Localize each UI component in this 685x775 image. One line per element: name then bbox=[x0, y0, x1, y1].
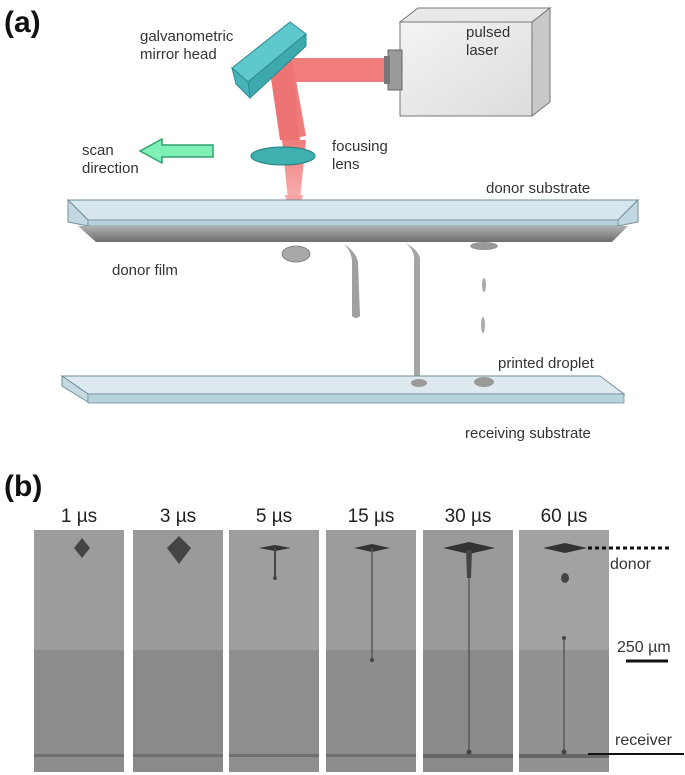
mirror-head bbox=[231, 21, 307, 100]
printed-droplet-1 bbox=[411, 379, 427, 387]
donor-substrate bbox=[66, 198, 640, 227]
panel-b-label: (b) bbox=[4, 470, 43, 503]
receiving-substrate-label: receiving substrate bbox=[465, 425, 591, 442]
scan-arrow bbox=[138, 137, 214, 165]
scale-label: 250 µm bbox=[617, 639, 671, 656]
time-label-6: 60 µs bbox=[540, 506, 588, 527]
panel-a-label: (a) bbox=[4, 6, 41, 39]
galvo-label: galvanometric mirror head bbox=[140, 28, 234, 63]
time-label-1: 1 µs bbox=[60, 506, 98, 527]
frame-15us bbox=[326, 530, 416, 772]
time-label-5: 30 µs bbox=[444, 506, 492, 527]
laser-label: pulsed laser bbox=[466, 24, 511, 59]
frame-60us bbox=[519, 530, 609, 772]
donor-film-label: donor film bbox=[112, 262, 178, 279]
time-label-3: 5 µs bbox=[255, 506, 293, 527]
lift-schematic bbox=[60, 6, 640, 404]
donor-label: donor bbox=[610, 556, 651, 573]
lens-label: focusing lens bbox=[332, 138, 388, 173]
frame-1us bbox=[34, 530, 124, 772]
donor-substrate-label: donor substrate bbox=[486, 180, 591, 197]
focusing-lens bbox=[250, 146, 316, 166]
printed-droplet-label: printed droplet bbox=[498, 355, 594, 372]
frame-3us bbox=[133, 530, 223, 772]
donor-film bbox=[78, 226, 628, 382]
receiver-label: receiver bbox=[615, 732, 672, 749]
time-label-4: 15 µs bbox=[347, 506, 395, 527]
frame-5us bbox=[229, 530, 319, 772]
pulsed-laser bbox=[384, 6, 552, 118]
frame-30us bbox=[423, 530, 513, 772]
printed-droplet-2 bbox=[474, 377, 494, 387]
scan-label: scan direction bbox=[82, 142, 139, 177]
receiving-substrate bbox=[60, 375, 626, 404]
time-label-2: 3 µs bbox=[159, 506, 197, 527]
